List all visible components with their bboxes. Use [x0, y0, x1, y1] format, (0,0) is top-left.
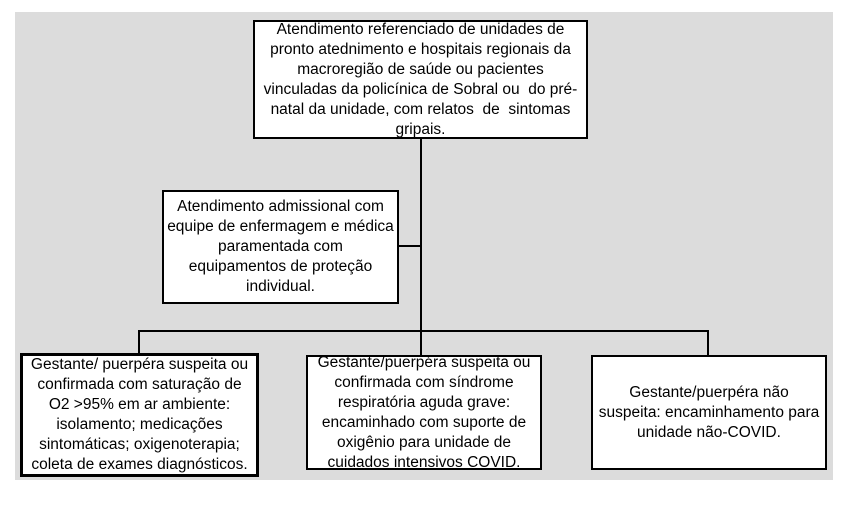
connector-drop-right — [707, 330, 709, 356]
connector-drop-left — [138, 330, 140, 354]
connector-distribution-horizontal — [138, 330, 709, 332]
connector-admission-stub — [397, 245, 421, 247]
node-not-suspect-outcome: Gestante/puerpéra não suspeita: encaminh… — [591, 355, 827, 470]
node-suspect-severe-outcome-text: Gestante/puerpéra suspeita ou confirmada… — [317, 353, 531, 471]
node-suspect-stable-outcome-text: Gestante/ puerpéra suspeita ou confirmad… — [30, 356, 249, 473]
node-admission-screening-text: Atendimento admissional com equipe de en… — [167, 198, 394, 295]
node-suspect-severe-outcome: Gestante/puerpéra suspeita ou confirmada… — [306, 353, 542, 471]
node-suspect-stable-outcome: Gestante/ puerpéra suspeita ou confirmad… — [20, 353, 259, 477]
node-referral-intake-text: Atendimento referenciado de unidades de … — [263, 20, 578, 138]
node-admission-screening: Atendimento admissional com equipe de en… — [162, 190, 399, 304]
connector-trunk-vertical — [420, 139, 422, 355]
node-not-suspect-outcome-text: Gestante/puerpéra não suspeita: encaminh… — [598, 383, 820, 441]
node-referral-intake: Atendimento referenciado de unidades de … — [253, 20, 588, 139]
